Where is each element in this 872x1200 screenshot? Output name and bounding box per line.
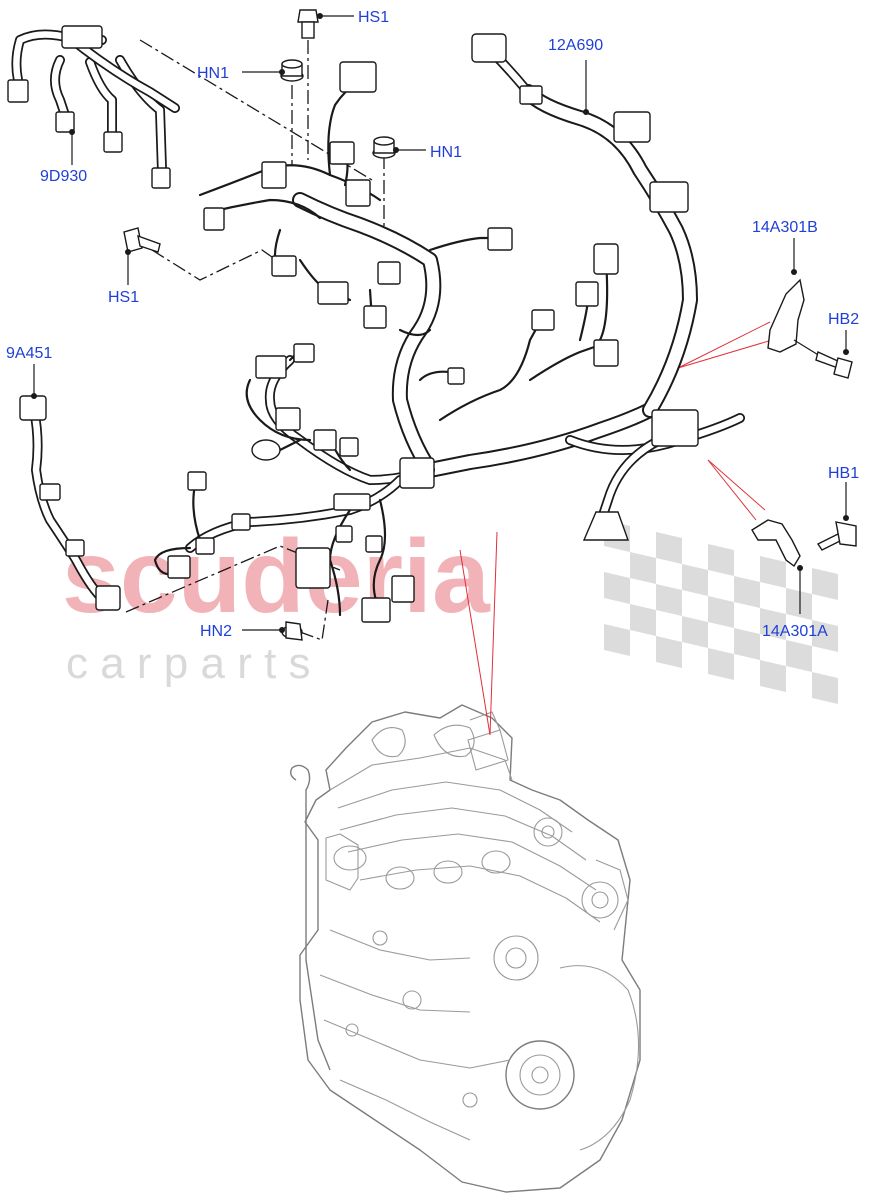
fasteners — [123, 9, 857, 641]
checker-square — [682, 616, 708, 648]
engine-block-drawing — [289, 704, 641, 1193]
checker-square — [734, 576, 760, 608]
checker-square — [604, 624, 630, 656]
label-12a690: 12A690 — [548, 37, 603, 54]
label-hb1: HB1 — [828, 465, 859, 482]
watermark-checker-flag — [604, 520, 838, 704]
checker-square — [786, 588, 812, 620]
bolt-hb2 — [815, 351, 853, 379]
label-hs1-left: HS1 — [108, 289, 139, 306]
label-hn2: HN2 — [200, 623, 232, 640]
label-hs1-top: HS1 — [358, 9, 389, 26]
bracket-14a301b — [767, 278, 821, 357]
checker-square — [656, 636, 682, 668]
injector-harness-9d930 — [7, 25, 180, 189]
main-engine-harness — [153, 33, 745, 623]
callout-leaders — [31, 13, 849, 633]
watermark-main-text: scuderia — [62, 519, 491, 635]
checker-square — [708, 544, 734, 576]
checker-square — [760, 608, 786, 640]
label-14a301b: 14A301B — [752, 219, 818, 236]
checker-square — [708, 596, 734, 628]
checker-square — [630, 552, 656, 584]
part-labels: HS1 HN1 12A690 9D930 HN1 HS1 14A301B HB2… — [6, 9, 859, 640]
checker-square — [812, 568, 838, 600]
checker-square — [812, 672, 838, 704]
red-leader-lines — [459, 321, 773, 736]
checker-square — [812, 620, 838, 652]
label-hn1-mid: HN1 — [430, 144, 462, 161]
label-hn1-top: HN1 — [197, 65, 229, 82]
watermark: scuderia c a r p a r t s — [62, 519, 838, 704]
checker-square — [760, 660, 786, 692]
checker-square — [656, 584, 682, 616]
bolt-hs1-top — [297, 9, 319, 39]
nut-hn2 — [281, 621, 303, 641]
label-9a451: 9A451 — [6, 345, 52, 362]
checker-square — [656, 532, 682, 564]
label-9d930: 9D930 — [40, 168, 87, 185]
sensor-harness-9a451 — [19, 395, 121, 611]
nut-hn1-top — [280, 59, 304, 82]
checker-square — [734, 628, 760, 660]
bolt-hs1-left — [123, 227, 161, 253]
checker-square — [604, 572, 630, 604]
bracket-14a301a — [751, 519, 801, 568]
label-14a301a: 14A301A — [762, 623, 828, 640]
watermark-sub-text: c a r p a r t s — [66, 639, 311, 688]
checker-square — [630, 604, 656, 636]
checker-square — [786, 640, 812, 672]
checker-square — [760, 556, 786, 588]
label-hb2: HB2 — [828, 311, 859, 328]
nut-hn1-mid — [372, 136, 396, 159]
checker-square — [708, 648, 734, 680]
bolt-hb1 — [816, 521, 857, 551]
checker-square — [682, 564, 708, 596]
